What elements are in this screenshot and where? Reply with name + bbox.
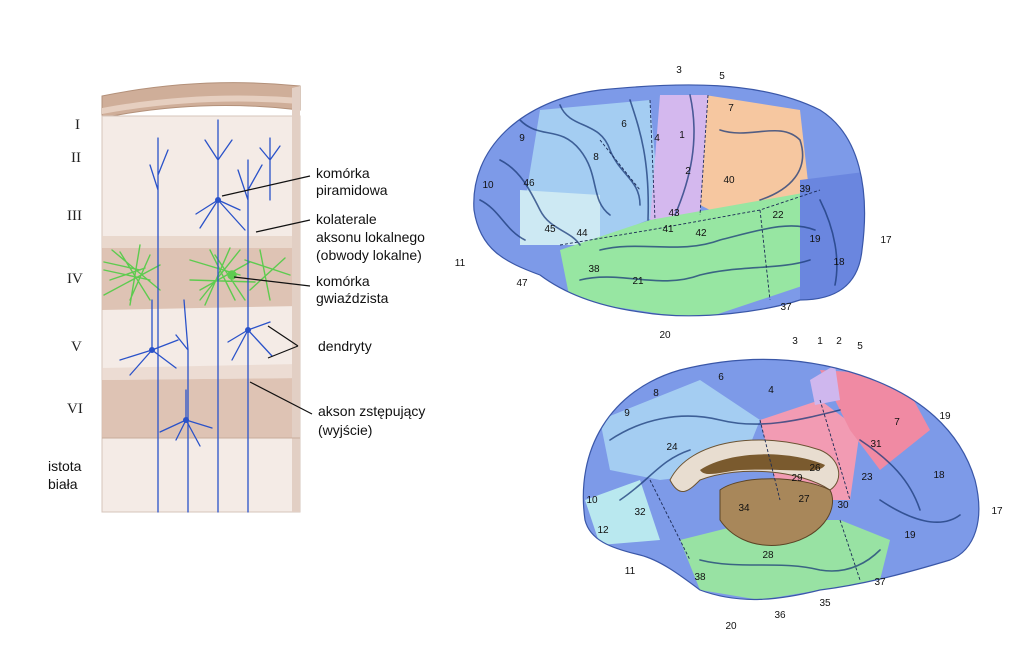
layer-label-I: I	[75, 117, 80, 133]
lateral-area-21-25: 21	[632, 276, 644, 287]
medial-area-23-14: 23	[861, 472, 873, 483]
label-local-axon-collaterals: kolaterale aksonu lokalnego (obwody loka…	[316, 211, 429, 263]
label-dendrites: dendryty	[318, 338, 372, 354]
medial-area-32-20: 32	[634, 507, 646, 518]
medial-area-11-25: 11	[625, 566, 636, 577]
label-pyramidal-cell: komórka piramidowa	[316, 165, 388, 198]
medial-area-6-4: 6	[718, 372, 724, 383]
medial-area-37-27: 37	[874, 577, 886, 588]
medial-area-8-6: 8	[653, 388, 659, 399]
lateral-area-11-19: 11	[455, 258, 466, 269]
lateral-area-37-26: 37	[780, 302, 792, 313]
medial-area-34-21: 34	[738, 503, 750, 514]
medial-area-36-29: 36	[774, 610, 786, 621]
layer-label-II: II	[71, 150, 81, 166]
lateral-area-22-14: 22	[772, 210, 784, 221]
lateral-area-39-12: 39	[799, 184, 811, 195]
medial-area-26-13: 26	[809, 463, 821, 474]
lateral-area-18-22: 18	[833, 257, 845, 268]
medial-area-31-10: 31	[870, 439, 882, 450]
medial-area-30-18: 30	[837, 500, 849, 511]
layer-label-VI: VI	[67, 401, 83, 417]
medial-area-3-0: 3	[792, 336, 798, 347]
medial-area-19-8: 19	[939, 411, 951, 422]
lateral-area-47-23: 47	[516, 278, 528, 289]
medial-area-20-30: 20	[725, 621, 737, 632]
medial-area-10-16: 10	[586, 495, 598, 506]
lateral-brain-view: 3 5 7 1 6 9 4 8 2 40 10 46 39 43 22 45 41 42 44 11 19 17 18 47 3…	[455, 65, 892, 341]
white-matter-label-line2: biała	[48, 476, 78, 492]
layer-label-III: III	[67, 208, 82, 224]
medial-area-9-9: 9	[624, 408, 630, 419]
lateral-area-2-8: 2	[685, 166, 691, 177]
lateral-area-8-7: 8	[593, 152, 599, 163]
label-descending-axon: akson zstępujący (wyjście)	[318, 403, 429, 438]
lateral-area-5-1: 5	[719, 71, 725, 82]
lateral-area-labels: 3 5 7 1 6 9 4 8 2 40 10 46 39 43 22 45 41 42 44 11 19 17 18 47 3…	[455, 65, 892, 341]
cortical-column: I II III IV V VI istota biała komórka pi…	[48, 82, 429, 513]
medial-area-4-5: 4	[768, 385, 774, 396]
layer-label-V: V	[71, 339, 82, 355]
medial-area-12-22: 12	[597, 525, 609, 536]
lateral-area-42-17: 42	[695, 228, 707, 239]
lateral-area-46-11: 46	[523, 178, 535, 189]
medial-area-2-2: 2	[836, 336, 842, 347]
label-stellate-cell: komórka gwiaździsta	[316, 273, 389, 306]
lateral-area-19-20: 19	[809, 234, 821, 245]
lateral-area-1-3: 1	[679, 130, 685, 141]
medial-area-7-7: 7	[894, 417, 900, 428]
medial-area-35-28: 35	[819, 598, 831, 609]
lateral-area-3-0: 3	[676, 65, 682, 76]
medial-area-17-19: 17	[991, 506, 1003, 517]
layer-label-IV: IV	[67, 271, 83, 287]
lateral-area-9-5: 9	[519, 133, 525, 144]
medial-area-29-15: 29	[791, 473, 803, 484]
medial-area-38-26: 38	[694, 572, 706, 583]
neuron-somas	[149, 197, 251, 423]
lateral-area-20-27: 20	[659, 330, 671, 341]
lateral-area-6-4: 6	[621, 119, 627, 130]
pyramidal-neurons	[119, 119, 281, 513]
lateral-area-40-9: 40	[723, 175, 735, 186]
medial-area-24-11: 24	[666, 442, 678, 453]
lateral-area-7-2: 7	[728, 103, 734, 114]
lateral-area-38-24: 38	[588, 264, 600, 275]
lateral-area-44-18: 44	[576, 228, 588, 239]
medial-area-19-24: 19	[904, 530, 916, 541]
medial-area-5-3: 5	[857, 341, 863, 352]
lateral-area-4-6: 4	[654, 133, 660, 144]
lateral-area-10-10: 10	[482, 180, 494, 191]
lateral-area-17-21: 17	[880, 235, 892, 246]
white-matter-label-line1: istota	[48, 458, 82, 474]
lateral-area-45-15: 45	[544, 224, 556, 235]
medial-area-27-17: 27	[798, 494, 810, 505]
lateral-area-43-13: 43	[668, 208, 680, 219]
medial-area-18-12: 18	[933, 470, 945, 481]
lateral-area-41-16: 41	[662, 224, 674, 235]
medial-area-28-23: 28	[762, 550, 774, 561]
medial-area-1-1: 1	[817, 336, 823, 347]
